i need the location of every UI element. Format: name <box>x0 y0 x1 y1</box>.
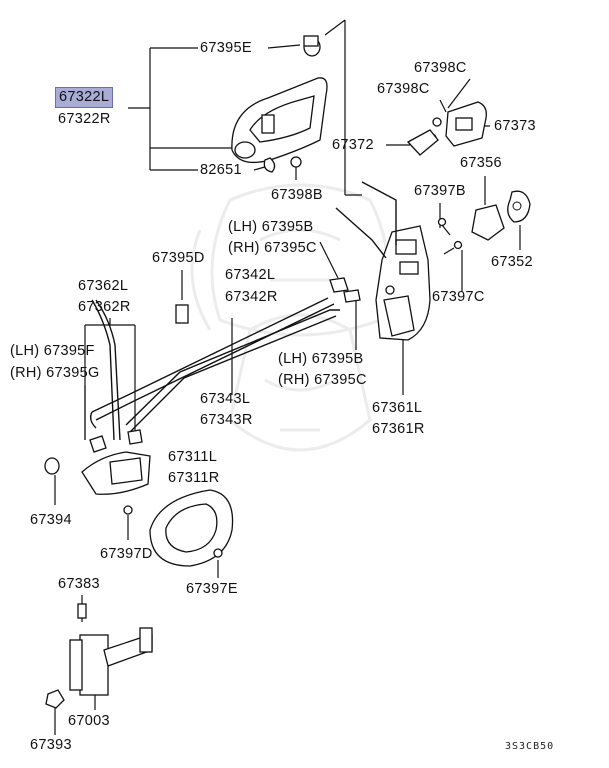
label-67393: 67393 <box>30 737 72 753</box>
label-67394: 67394 <box>30 512 72 528</box>
door-check <box>45 603 153 709</box>
label-67397B: 67397B <box>414 183 466 199</box>
label-67361R: 67361R <box>372 421 425 437</box>
leader-lines <box>54 19 521 735</box>
label-67311R: 67311R <box>168 470 220 486</box>
label-67398B: 67398B <box>271 187 323 203</box>
label-67373: 67373 <box>494 118 536 134</box>
label-67397C: 67397C <box>432 289 485 305</box>
label-67397D: 67397D <box>100 546 153 562</box>
rod-clips <box>89 277 361 453</box>
label-67311L: 67311L <box>168 449 218 465</box>
label-67395E: 67395E <box>200 40 252 56</box>
label-67352: 67352 <box>491 254 533 270</box>
label-rh-67395G: (RH) 67395G <box>10 365 100 381</box>
label-67398C-lower: 67398C <box>377 81 430 97</box>
label-67372: 67372 <box>332 137 374 153</box>
inside-handle <box>149 489 234 567</box>
label-lh-67395F: (LH) 67395F <box>10 343 95 359</box>
label-67395D: 67395D <box>152 250 205 266</box>
label-67003: 67003 <box>68 713 110 729</box>
label-67343R: 67343R <box>200 412 253 428</box>
label-rh-67395C-mid: (RH) 67395C <box>278 372 367 388</box>
label-67361L: 67361L <box>372 400 423 416</box>
label-lh-67395B-mid: (LH) 67395B <box>278 351 364 367</box>
label-67322R: 67322R <box>58 111 111 127</box>
label-67342R: 67342R <box>225 289 278 305</box>
label-67322L-highlighted[interactable]: 67322L <box>55 87 114 108</box>
door-striker <box>406 101 531 255</box>
diagram-code: 3S3CB50 <box>505 741 555 752</box>
outside-handle <box>231 35 328 180</box>
label-67397E: 67397E <box>186 581 238 597</box>
linkage-rods <box>89 297 340 441</box>
label-rh-67395C-top: (RH) 67395C <box>228 240 317 256</box>
label-67383: 67383 <box>58 576 100 592</box>
label-67362R: 67362R <box>78 299 131 315</box>
label-82651: 82651 <box>200 162 242 178</box>
label-67343L: 67343L <box>200 391 251 407</box>
label-67342L: 67342L <box>225 267 276 283</box>
label-67362L: 67362L <box>78 278 129 294</box>
inside-handle-bracket <box>44 451 151 515</box>
label-67356: 67356 <box>460 155 502 171</box>
label-67398C-upper: 67398C <box>414 60 467 76</box>
label-lh-67395B-top: (LH) 67395B <box>228 219 314 235</box>
door-lock-actuator <box>335 181 431 341</box>
